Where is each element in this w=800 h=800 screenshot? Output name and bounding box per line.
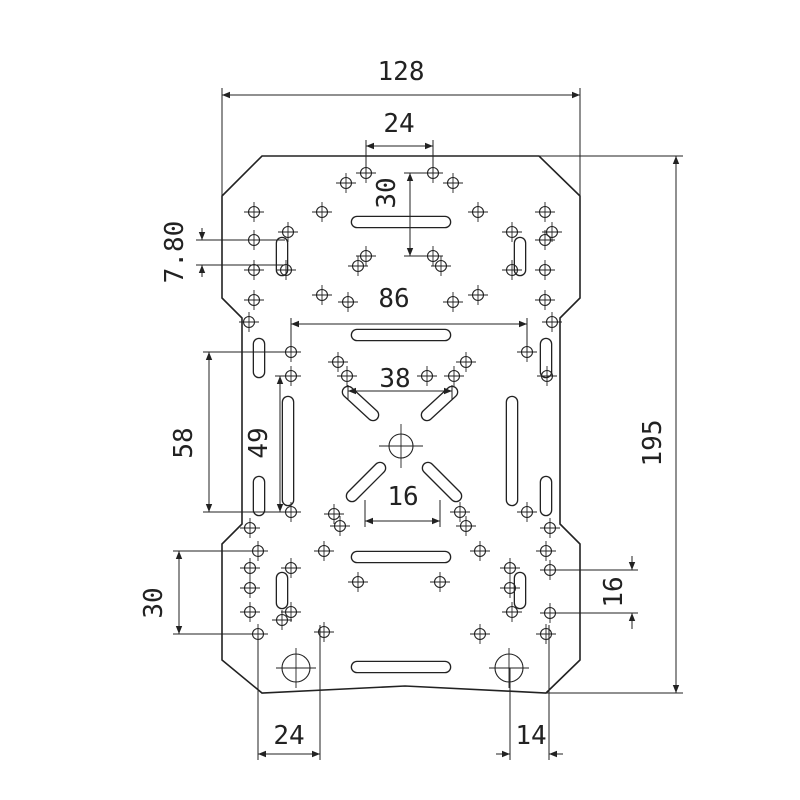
dim-overall-width: 128	[378, 57, 425, 87]
mounting-hole	[248, 541, 268, 561]
mounting-hole	[470, 624, 490, 644]
mounting-hole	[417, 366, 437, 386]
mounting-hole	[312, 202, 332, 222]
mounting-hole	[456, 352, 476, 372]
mounting-hole	[278, 222, 298, 242]
mounting-hole	[312, 285, 332, 305]
mounting-hole	[281, 558, 301, 578]
mounting-hole	[444, 366, 464, 386]
mounting-hole	[328, 352, 348, 372]
mounting-hole	[542, 312, 562, 332]
mounting-hole	[535, 202, 555, 222]
mounting-hole	[314, 622, 334, 642]
mounting-hole	[379, 424, 423, 468]
mounting-hole	[348, 572, 368, 592]
mounting-hole	[540, 518, 560, 538]
mounting-hole	[244, 290, 264, 310]
plate-outline	[221, 155, 581, 694]
slot	[420, 385, 459, 422]
mounting-hole	[336, 173, 356, 193]
mounting-hole	[272, 610, 292, 630]
dim-center-spacing: 38	[379, 364, 410, 394]
mounting-hole	[337, 366, 357, 386]
mounting-hole	[536, 541, 556, 561]
mounting-hole	[240, 578, 260, 598]
mounting-hole	[470, 541, 490, 561]
dim-top-slot-offset: 30	[372, 177, 402, 208]
slot	[345, 461, 387, 503]
mounting-hole	[443, 292, 463, 312]
mounting-hole	[324, 504, 344, 524]
mounting-hole	[244, 202, 264, 222]
mounting-hole	[239, 312, 259, 332]
dim-bottom-right-width: 14	[515, 721, 546, 751]
dim-bottom-left-width: 24	[273, 721, 304, 751]
mounting-hole	[489, 648, 529, 688]
mounting-hole	[281, 602, 301, 622]
mounting-hole	[517, 502, 537, 522]
mounting-hole	[330, 516, 350, 536]
mounting-hole	[500, 578, 520, 598]
mounting-hole	[468, 285, 488, 305]
slot	[421, 461, 463, 503]
dim-top-spacing: 24	[383, 109, 414, 139]
slots	[252, 215, 553, 674]
mounting-hole	[244, 260, 264, 280]
mounting-hole	[535, 290, 555, 310]
mounting-hole	[348, 256, 368, 276]
dim-left-outer-height: 58	[169, 427, 199, 458]
dim-row-width: 86	[378, 284, 409, 314]
mounting-hole	[450, 502, 470, 522]
dim-left-inner-height: 49	[244, 427, 274, 458]
mounting-hole	[356, 246, 376, 266]
dim-overall-height: 195	[638, 420, 668, 467]
dim-slot-width: 7.80	[160, 221, 190, 284]
mounting-hole	[502, 602, 522, 622]
mounting-hole	[431, 256, 451, 276]
mounting-hole	[240, 558, 260, 578]
mounting-hole	[456, 516, 476, 536]
mounting-hole	[443, 173, 463, 193]
mounting-hole	[338, 292, 358, 312]
mounting-hole	[468, 202, 488, 222]
mounting-hole	[502, 260, 522, 280]
dim-center-small: 16	[387, 482, 418, 512]
mounting-hole	[430, 572, 450, 592]
mounting-hole	[276, 260, 296, 280]
dim-left-bottom-height: 30	[139, 587, 169, 618]
mounting-hole	[500, 558, 520, 578]
dim-right-bottom-height: 16	[599, 576, 629, 607]
mounting-hole	[240, 602, 260, 622]
mounting-hole	[537, 366, 557, 386]
slot	[341, 385, 380, 422]
dimension-lines	[173, 88, 683, 760]
mounting-hole	[535, 260, 555, 280]
mounting-hole	[502, 222, 522, 242]
mounting-hole	[314, 541, 334, 561]
mounting-hole	[240, 518, 260, 538]
mounting-hole	[536, 624, 556, 644]
mounting-hole	[542, 222, 562, 242]
mounting-hole	[276, 648, 316, 688]
